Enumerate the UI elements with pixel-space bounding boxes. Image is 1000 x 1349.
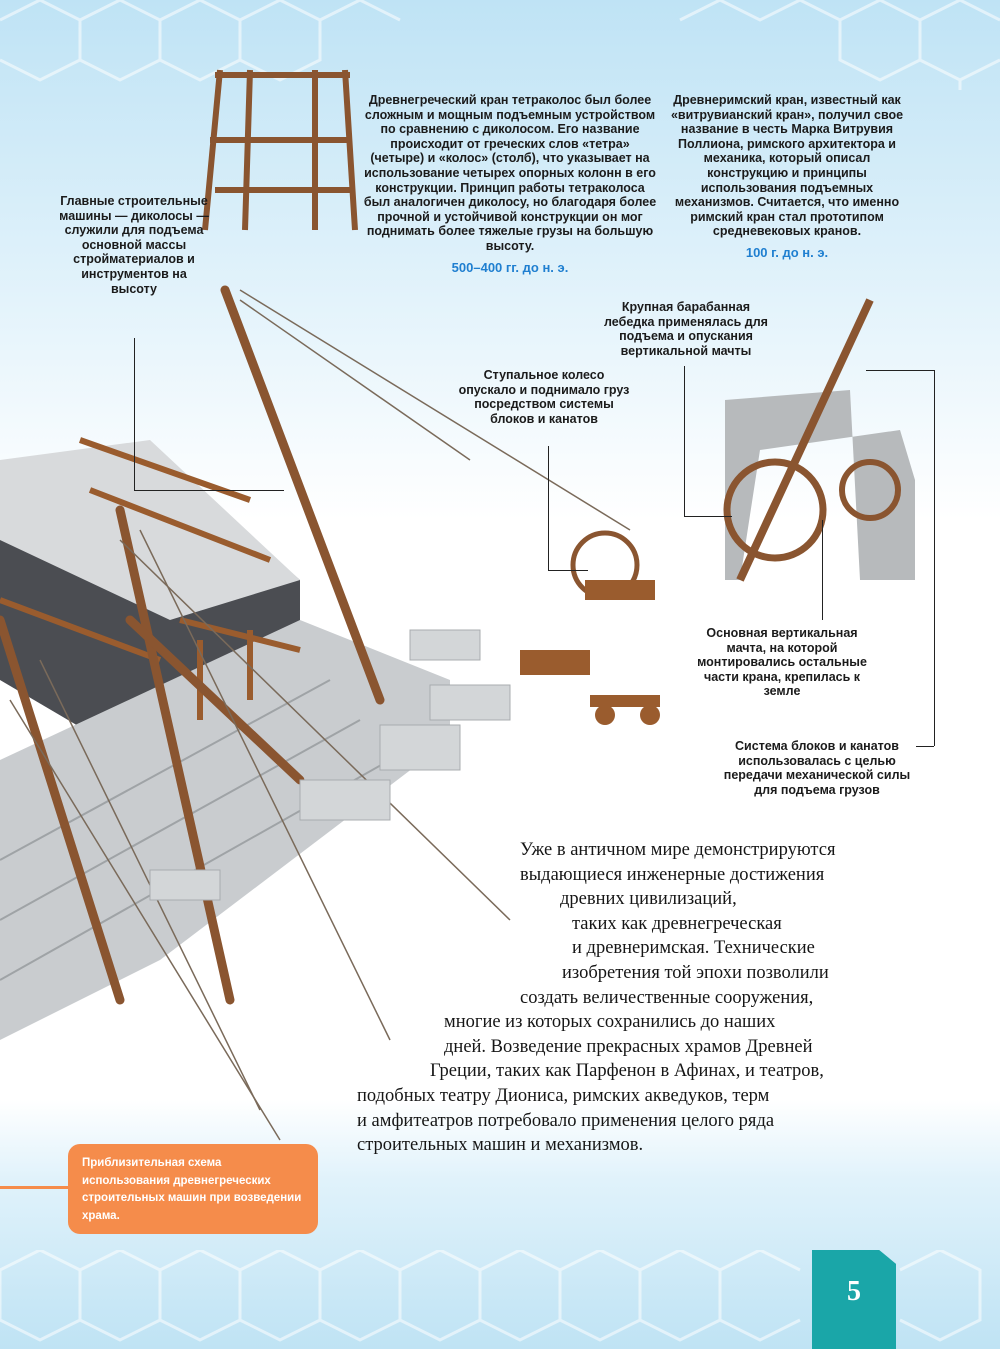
text-line: дней. Возведение прекрасных храмов Древн…	[444, 1036, 813, 1057]
vitruvius-caption: Древнеримский кран, известный как «витру…	[670, 93, 904, 239]
text-line: многие из которых сохранились до наших	[444, 1012, 776, 1033]
text-line: древних цивилизаций,	[560, 889, 737, 910]
leader-line	[934, 370, 935, 746]
illustration-note: Приблизительная схема использования древ…	[68, 1144, 318, 1234]
treadwheel-caption: Ступальное колесо опускало и поднимало г…	[458, 368, 630, 426]
text-line: выдающиеся инженерные достижения	[520, 864, 825, 885]
wooden-scaffolding	[0, 437, 301, 720]
text-line: таких как древнегреческая	[572, 913, 782, 934]
tetrakolos-date: 500–400 гг. до н. э.	[451, 259, 569, 275]
page-number: 5	[812, 1250, 896, 1349]
text-line: изобретения той эпохи позволили	[562, 963, 829, 983]
construction-illustration	[0, 69, 915, 1141]
vitruvius-block: Древнеримский кран, известный как «витру…	[664, 93, 910, 260]
text-line: и древнеримская. Технические	[572, 938, 815, 959]
leader-line	[866, 370, 934, 371]
hexagon-pattern-bottom	[0, 1250, 982, 1342]
ropes	[9, 289, 631, 1141]
leader-line	[684, 516, 732, 517]
note-connector	[0, 1186, 68, 1189]
vitruvius-date: 100 г. до н. э.	[745, 244, 829, 260]
drum-winch-caption: Крупная барабанная лебедка применялась д…	[604, 300, 768, 358]
temple-wall	[0, 440, 450, 1040]
text-line: Уже в античном мире демонстрируются	[520, 840, 836, 860]
hexagon-pattern-top	[0, 0, 1000, 90]
dikolos-cranes	[0, 285, 385, 1005]
text-line: создать величественные сооружения,	[520, 987, 814, 1008]
leader-line	[916, 746, 934, 747]
tetrakolos-crane	[202, 69, 358, 231]
leader-line	[548, 446, 549, 570]
leader-line	[822, 520, 823, 620]
leader-line	[134, 490, 284, 491]
leader-line	[548, 570, 588, 571]
treadwheel	[570, 530, 655, 600]
pulleys-caption: Система блоков и канатов использовалась …	[723, 739, 911, 797]
stone-blocks	[149, 629, 511, 901]
dikolos-caption: Главные строительные машины — диколосы —…	[59, 194, 209, 296]
text-line: строительных машин и механизмов.	[357, 1135, 644, 1156]
text-line: подобных театру Диониса, римских акведук…	[357, 1086, 770, 1106]
tetrakolos-block: Древнегреческий кран тетраколос был боле…	[362, 93, 658, 275]
text-line: и амфитеатров потребовало применения цел…	[357, 1110, 775, 1131]
text-line: Греции, таких как Парфенон в Афинах, и т…	[430, 1061, 824, 1082]
leader-line	[134, 338, 135, 490]
roman-crane	[723, 298, 915, 582]
leader-line	[684, 366, 685, 517]
ox-cart	[520, 650, 660, 725]
mast-caption: Основная вертикальная мачта, на которой …	[697, 626, 867, 699]
tetrakolos-caption: Древнегреческий кран тетраколос был боле…	[363, 93, 657, 253]
